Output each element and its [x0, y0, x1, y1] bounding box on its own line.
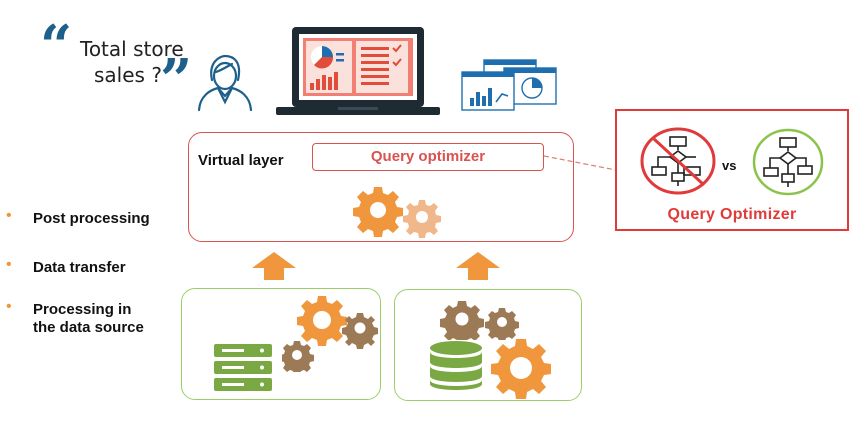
laptop-dashboard-icon [276, 27, 440, 115]
browser-charts-icon [461, 59, 557, 111]
query-optimizer-title: Query Optimizer [667, 206, 797, 223]
flowchart-icon [752, 128, 824, 196]
question-line-2: sales ? [94, 63, 162, 87]
gears-icon [353, 187, 441, 238]
data-source-box-server [181, 288, 381, 400]
question-line-1: Total store [80, 37, 184, 61]
bullet-data-source: • [6, 298, 12, 315]
arrow-up-icon [456, 252, 500, 280]
step-data-source: Processing in the data source [33, 301, 144, 336]
gears-icon [282, 296, 378, 372]
virtual-layer-box [188, 132, 574, 242]
database-icon [430, 341, 482, 390]
bullet-post-processing: • [6, 207, 12, 224]
query-optimizer-panel [615, 109, 849, 231]
flowchart-icon [651, 136, 701, 186]
bullet-data-transfer: • [6, 256, 12, 273]
no-icon [640, 127, 716, 195]
vs-label: vs [722, 158, 737, 173]
question-text: Total store sales ? [80, 36, 200, 88]
step-data-transfer: Data transfer [33, 259, 126, 276]
query-optimizer-box: Query optimizer [312, 143, 544, 171]
dashed-connector [544, 155, 617, 171]
user-icon [197, 54, 253, 112]
gears-icon [491, 339, 551, 399]
quote-close-icon: ” [160, 47, 193, 113]
virtual-layer-title: Virtual layer [198, 152, 284, 169]
gears-icon [440, 301, 519, 340]
step-post-processing: Post processing [33, 210, 150, 227]
server-icon [214, 344, 272, 391]
data-source-box-database [394, 289, 582, 401]
quote-open-icon: “ [40, 13, 73, 79]
arrow-up-icon [252, 252, 296, 280]
